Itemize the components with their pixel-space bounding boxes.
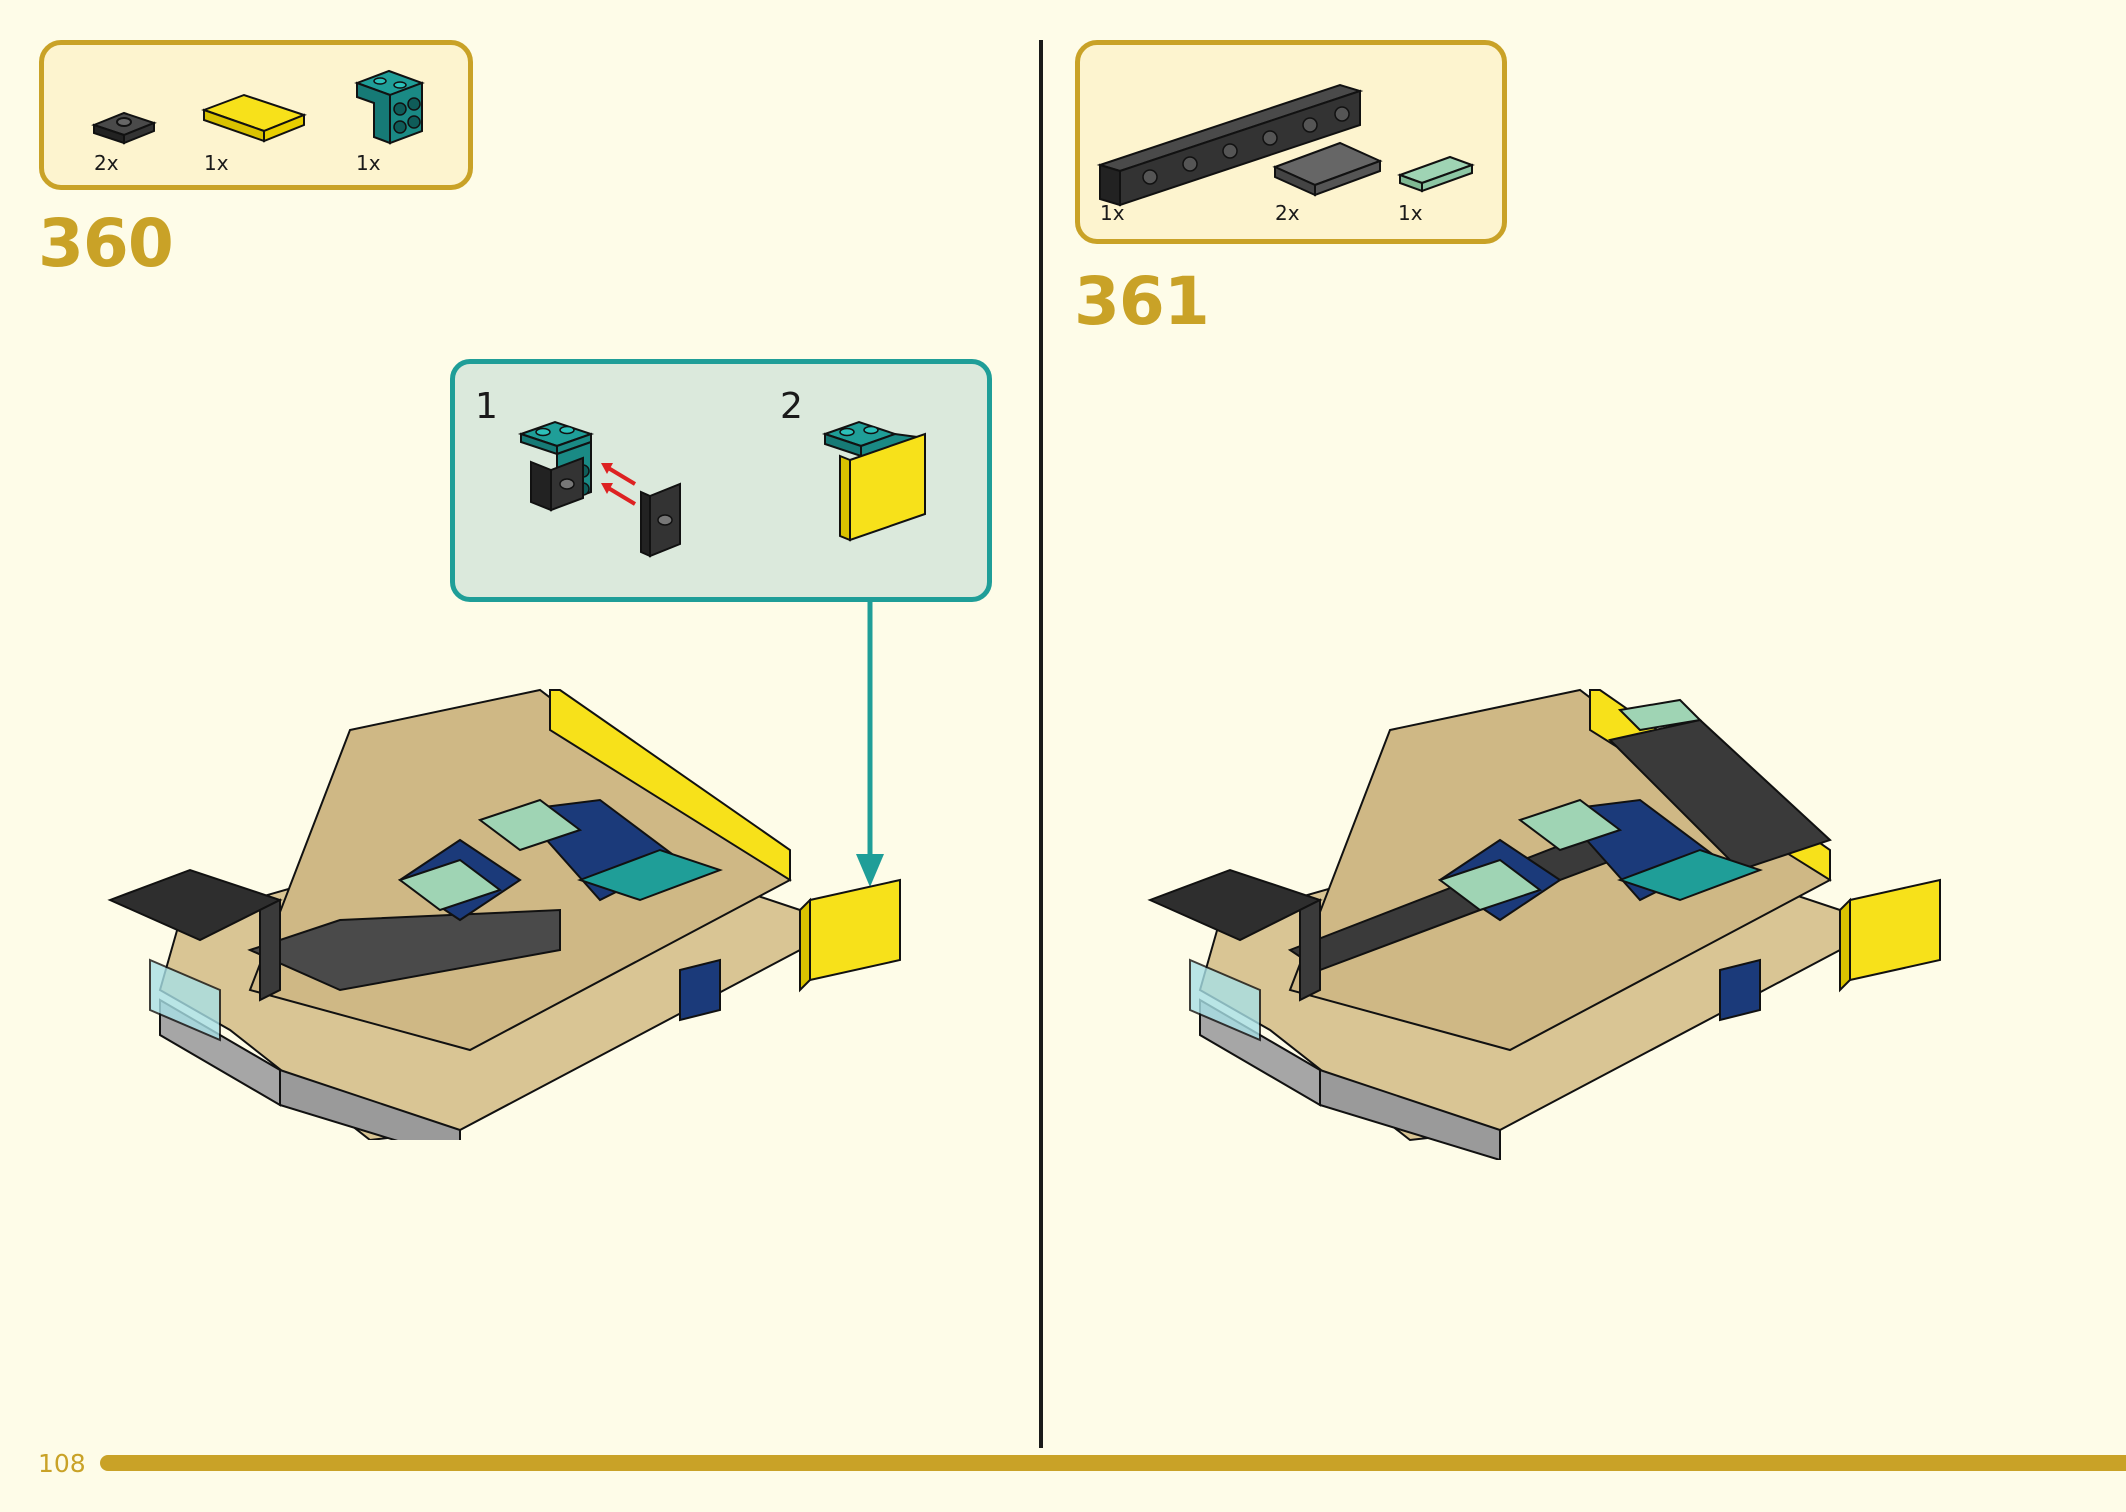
- model-step-361: [1147, 688, 1941, 1160]
- step-number-360: 360: [38, 205, 174, 282]
- dark-gray-jumper-plate-icon: [91, 111, 157, 145]
- part-qty: 1x: [1100, 201, 1125, 225]
- part-qty: 2x: [94, 151, 119, 175]
- part-qty: 1x: [356, 151, 381, 175]
- model-base: [1147, 688, 1941, 1160]
- dark-gray-technic-brick-icon: [1096, 83, 1364, 207]
- teal-bracket-icon: [354, 69, 425, 145]
- yellow-tile-icon: [201, 93, 307, 143]
- callout-pointer-arrow: [856, 602, 884, 887]
- subassembly-callout: 1 2: [450, 359, 992, 602]
- footer-bar: [100, 1455, 2126, 1471]
- sand-green-plate-1x3-icon: [1397, 155, 1475, 193]
- page-number: 108: [38, 1449, 86, 1478]
- bracket-assembly-icon: [517, 420, 681, 558]
- dark-gray-plate-2x4-icon: [1272, 141, 1383, 197]
- parts-list-361: 1x 2x 1x: [1075, 40, 1507, 244]
- sub-step-number-1: 1: [475, 386, 498, 427]
- bracket-tile-assembly-icon: [821, 420, 926, 542]
- part-qty: 1x: [204, 151, 229, 175]
- part-qty: 1x: [1398, 201, 1423, 225]
- parts-list-360: 2x 1x 1x: [39, 40, 473, 190]
- model-base: [107, 688, 901, 1140]
- model-step-360: [107, 688, 901, 1140]
- step-number-361: 361: [1074, 263, 1210, 340]
- part-qty: 2x: [1275, 201, 1300, 225]
- parts-illustrations-360: [91, 69, 425, 145]
- sub-step-number-2: 2: [780, 386, 803, 427]
- parts-illustrations-361: [1096, 83, 1475, 207]
- subassembly-illustration: [517, 420, 926, 558]
- page-divider: [1039, 40, 1043, 1448]
